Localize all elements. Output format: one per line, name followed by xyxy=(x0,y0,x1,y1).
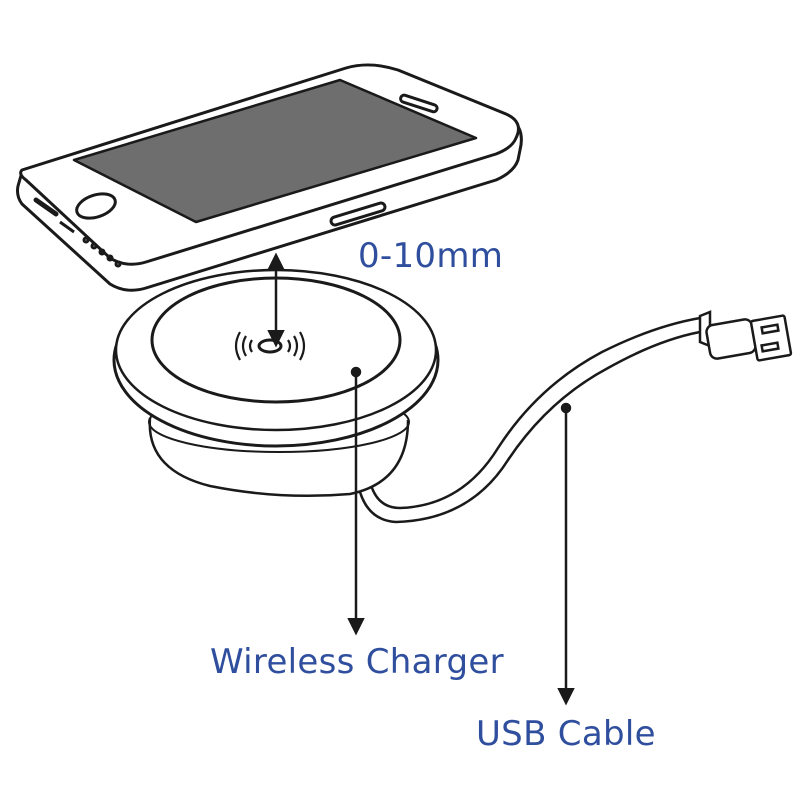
usb-cable-label: USB Cable xyxy=(476,714,656,754)
usb-plug-icon xyxy=(698,310,793,362)
usb-cable-line xyxy=(354,316,701,524)
charger-pointer xyxy=(347,366,365,636)
wireless-charger-label: Wireless Charger xyxy=(210,642,504,682)
distance-label: 0-10mm xyxy=(358,236,504,276)
smartphone-icon xyxy=(16,63,523,292)
cable-pointer xyxy=(557,402,575,706)
